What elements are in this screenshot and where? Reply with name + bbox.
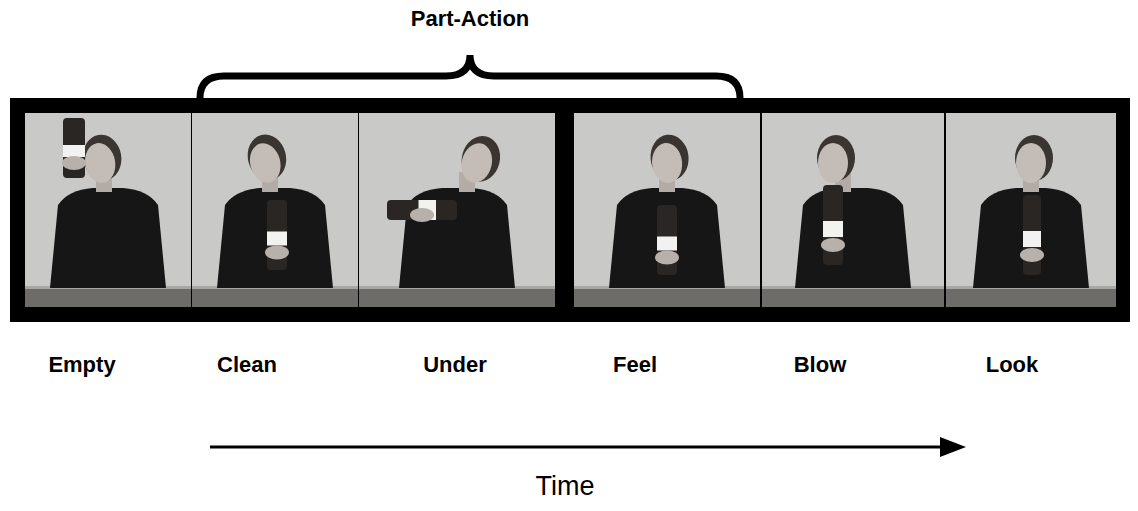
film-strip — [10, 98, 1130, 322]
arrow-head — [940, 437, 966, 457]
frame-label: Clean — [217, 352, 277, 378]
frame-label: Look — [986, 352, 1039, 378]
time-arrow — [210, 446, 945, 449]
video-frame — [946, 113, 1116, 307]
video-frame — [192, 113, 358, 307]
video-frame — [762, 113, 944, 307]
video-frame — [574, 113, 760, 307]
frame-label: Feel — [613, 352, 657, 378]
group-label: Part-Action — [411, 6, 530, 32]
axis-label: Time — [536, 470, 595, 502]
video-frame — [359, 113, 555, 307]
brace — [200, 55, 740, 98]
video-frame — [25, 113, 191, 307]
frame-label: Under — [423, 352, 487, 378]
frame-label: Blow — [794, 352, 847, 378]
frame-label: Empty — [48, 352, 115, 378]
